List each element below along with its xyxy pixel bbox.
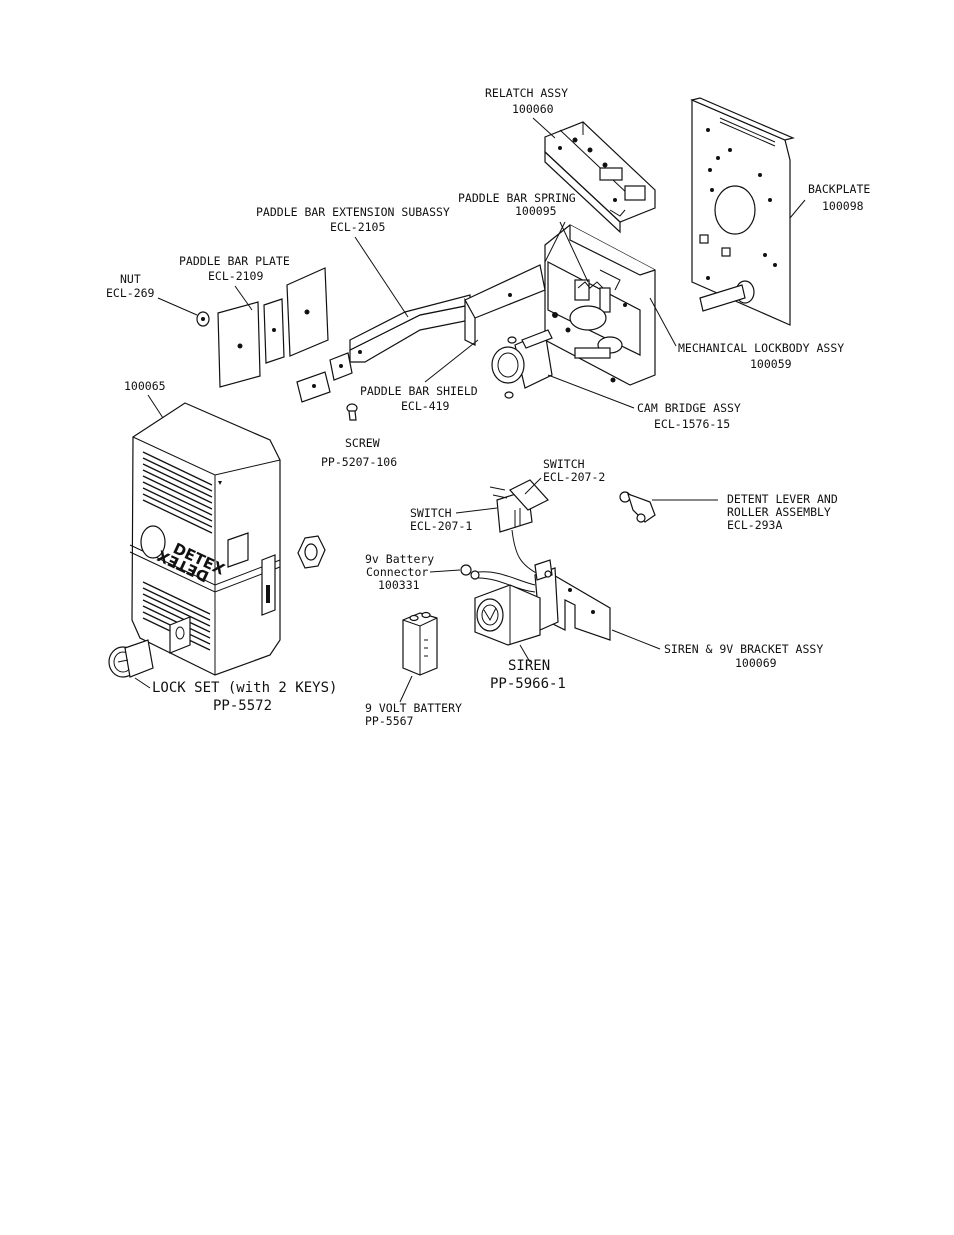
siren-label: SIREN	[508, 658, 550, 674]
paddle-bar-shield-label: PADDLE BAR SHIELD	[360, 384, 478, 398]
mechanical-lockbody-assembly	[544, 224, 656, 386]
switch-assembly	[489, 479, 549, 576]
paddle-bar-shield-part-number: ECL-419	[401, 399, 450, 413]
detent-part-number: ECL-293A	[727, 518, 782, 532]
relatch-assembly	[544, 121, 656, 234]
paddle-bar-spring-label: PADDLE BAR SPRING	[458, 191, 576, 205]
battery-connector-part-number: 100331	[378, 578, 420, 592]
siren-part-number: PP-5966-1	[490, 676, 566, 692]
paddle-bar-plate-label: PADDLE BAR PLATE	[179, 254, 290, 268]
screw-part-number: PP-5207-106	[321, 455, 397, 469]
paddle-bar-extension-label: PADDLE BAR EXTENSION SUBASSY	[256, 205, 450, 219]
cover-part-number: 100065	[124, 379, 166, 393]
nine-volt-battery	[402, 611, 438, 676]
battery-connector	[460, 564, 536, 593]
backplate	[690, 97, 795, 326]
siren-bracket-assembly	[534, 559, 611, 641]
cam-bridge-part-number: ECL-1576-15	[654, 417, 730, 431]
battery-part-number: PP-5567	[365, 714, 414, 728]
mechanical-lockbody-label: MECHANICAL LOCKBODY ASSY	[678, 341, 844, 355]
hex-nut	[297, 535, 326, 569]
paddle-bar-plate	[217, 267, 353, 403]
battery-connector-label-line-1: 9v Battery	[365, 552, 434, 566]
battery-label: 9 VOLT BATTERY	[365, 701, 462, 715]
screw	[346, 403, 358, 421]
cam-bridge-assembly	[491, 329, 553, 389]
switch-1-part-number: ECL-207-1	[410, 519, 472, 533]
siren	[474, 584, 541, 646]
alarm-cover-housing: DETEX DETEX	[129, 402, 281, 676]
switch-1-label: SWITCH	[410, 506, 452, 520]
backplate-label: BACKPLATE	[808, 182, 870, 196]
lockbody-screw	[504, 336, 517, 399]
relatch-label: RELATCH ASSY	[485, 86, 568, 100]
cam-bridge-label: CAM BRIDGE ASSY	[637, 401, 741, 415]
siren-bracket-part-number: 100069	[735, 656, 777, 670]
nut-part-number: ECL-269	[106, 286, 155, 300]
siren-bracket-label: SIREN & 9V BRACKET ASSY	[664, 642, 823, 656]
backplate-part-number: 100098	[822, 199, 864, 213]
lock-set-label: LOCK SET (with 2 KEYS)	[152, 680, 337, 696]
battery-connector-label-line-2: Connector	[366, 565, 428, 579]
lock-set-part-number: PP-5572	[213, 698, 272, 714]
paddle-bar-spring-part-number: 100095	[515, 204, 557, 218]
lock-set-cylinder	[108, 639, 154, 678]
detent-label-line-1: DETENT LEVER AND	[727, 492, 838, 506]
relatch-part-number: 100060	[512, 102, 554, 116]
nut	[196, 311, 210, 327]
switch-2-label: SWITCH	[543, 457, 585, 471]
paddle-bar-extension-part-number: ECL-2105	[330, 220, 385, 234]
mechanical-lockbody-part-number: 100059	[750, 357, 792, 371]
paddle-bar-plate-part-number: ECL-2109	[208, 269, 263, 283]
detent-label-line-2: ROLLER ASSEMBLY	[727, 505, 831, 519]
detent-lever-roller-assembly	[619, 491, 656, 523]
screw-label: SCREW	[345, 436, 380, 450]
nut-label: NUT	[120, 272, 141, 286]
paddle-bar-extension-subassy	[349, 264, 546, 363]
upper-vent-grille	[142, 451, 213, 534]
switch-2-part-number: ECL-207-2	[543, 470, 605, 484]
